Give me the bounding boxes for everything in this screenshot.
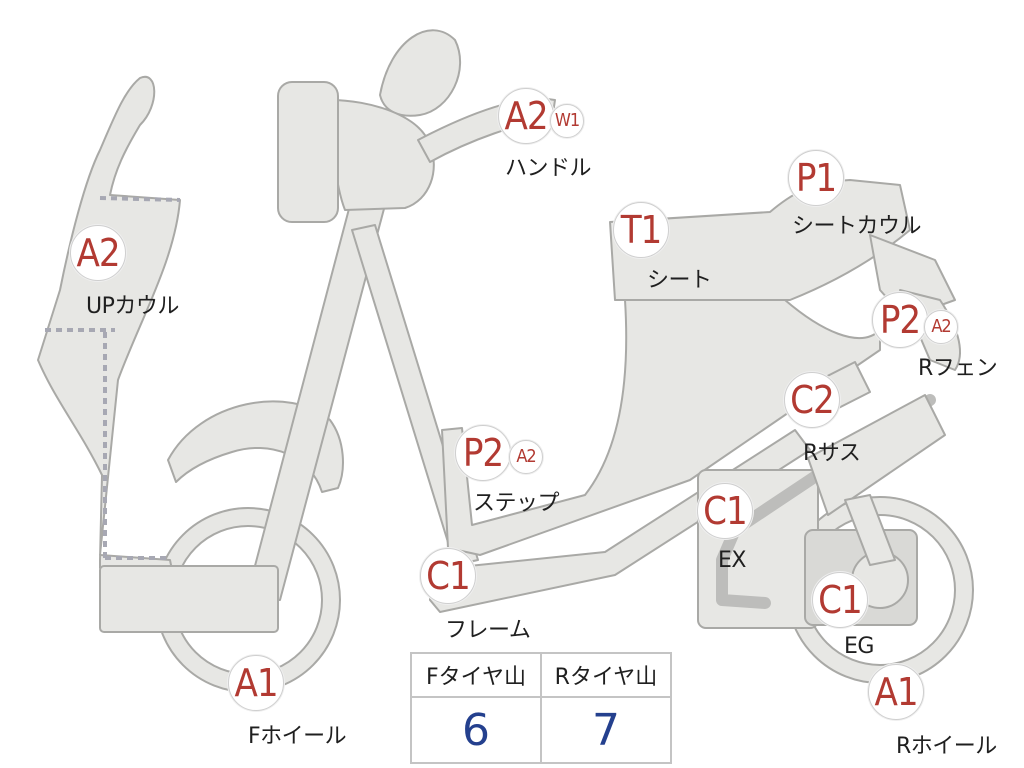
- part-code-handlebar: A2: [498, 88, 554, 144]
- part-code2-rear-fender: A2: [924, 310, 958, 344]
- headlight: [379, 29, 461, 117]
- cowl-dashes-top: [99, 196, 181, 202]
- part-label-frame: フレーム: [445, 618, 531, 643]
- handlebar-head: [329, 99, 435, 211]
- part-code-exhaust: C1: [697, 483, 753, 539]
- front-tread-value: 6: [412, 698, 542, 762]
- part-label-step: ステップ: [473, 491, 560, 516]
- part-code-step: P2: [455, 425, 511, 481]
- part-code-rear-fender: P2: [872, 292, 928, 348]
- part-code-rear-suspension: C2: [784, 372, 840, 428]
- part-label-seat-cowl: シートカウル: [792, 214, 922, 239]
- rear-tread-value: 7: [592, 704, 620, 756]
- part-code-front-wheel: A1: [228, 655, 284, 711]
- upper-cowl: [37, 75, 181, 571]
- part-label-rear-wheel: Rホイール: [896, 734, 997, 759]
- front-tread-header: Fタイヤ山: [412, 654, 542, 698]
- part-code-rear-wheel: A1: [868, 664, 924, 720]
- rear-tread-header: Rタイヤ山: [542, 654, 670, 698]
- part-label-rear-suspension: Rサス: [803, 441, 861, 466]
- part-code-engine: C1: [812, 572, 868, 628]
- tire-tread-table: Fタイヤ山 Rタイヤ山 6 7: [410, 652, 672, 764]
- part-code-seat-cowl: P1: [788, 150, 844, 206]
- part-label-engine: EG: [844, 634, 874, 659]
- part-code2-handlebar: W1: [550, 104, 584, 138]
- part-label-exhaust: EX: [718, 548, 746, 573]
- mirror: [277, 81, 339, 223]
- part-code-seat: T1: [613, 202, 669, 258]
- part-label-handlebar: ハンドル: [505, 156, 592, 181]
- part-label-front-wheel: Fホイール: [248, 724, 347, 749]
- part-label-rear-fender: Rフェン: [918, 356, 998, 381]
- floorboard: [99, 565, 279, 633]
- part-label-upper-cowl: UPカウル: [86, 294, 179, 319]
- exhaust-pipe: [716, 394, 936, 609]
- seat: [609, 179, 911, 301]
- shock-rod: [844, 494, 896, 566]
- part-label-seat: シート: [647, 268, 712, 293]
- part-code-frame: C1: [420, 548, 476, 604]
- part-code2-step: A2: [509, 440, 543, 474]
- rear-suspension: [807, 394, 946, 516]
- part-code-upper-cowl: A2: [70, 225, 126, 281]
